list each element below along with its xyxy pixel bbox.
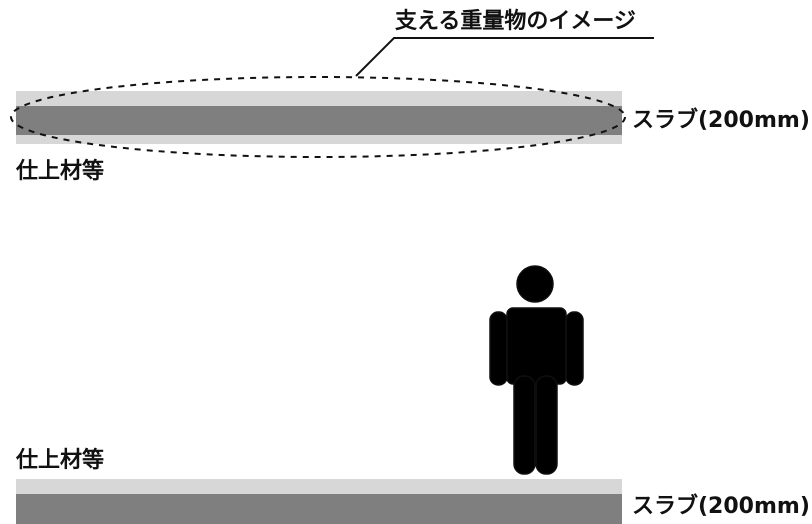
lower-slab-label: スラブ(200mm) (632, 496, 810, 518)
person-icon (489, 265, 584, 475)
lower-finish-label-text: 仕上材等 (16, 448, 105, 473)
lower-slab-label-text: スラブ(200mm) (632, 494, 810, 519)
person-left-leg (513, 375, 536, 475)
heavy-load-dashed-ellipse (10, 76, 626, 158)
person-torso (506, 307, 567, 385)
person-right-arm (565, 311, 584, 386)
person-right-leg (535, 375, 558, 475)
upper-slab-label-text: スラブ(200mm) (632, 108, 810, 133)
lower-finish-label: 仕上材等 (16, 450, 104, 472)
upper-finish-label: 仕上材等 (16, 161, 104, 183)
person-left-arm (489, 311, 508, 386)
heavy-load-leader-line (355, 37, 654, 77)
lower-slab-core (16, 494, 622, 524)
person-head (516, 265, 554, 303)
upper-finish-label-text: 仕上材等 (16, 159, 105, 184)
upper-slab-label: スラブ(200mm) (632, 110, 810, 132)
diagram-title-text: 支える重量物のイメージ (395, 9, 636, 34)
upper-slab-core (16, 106, 622, 135)
diagram-title: 支える重量物のイメージ (395, 11, 657, 33)
